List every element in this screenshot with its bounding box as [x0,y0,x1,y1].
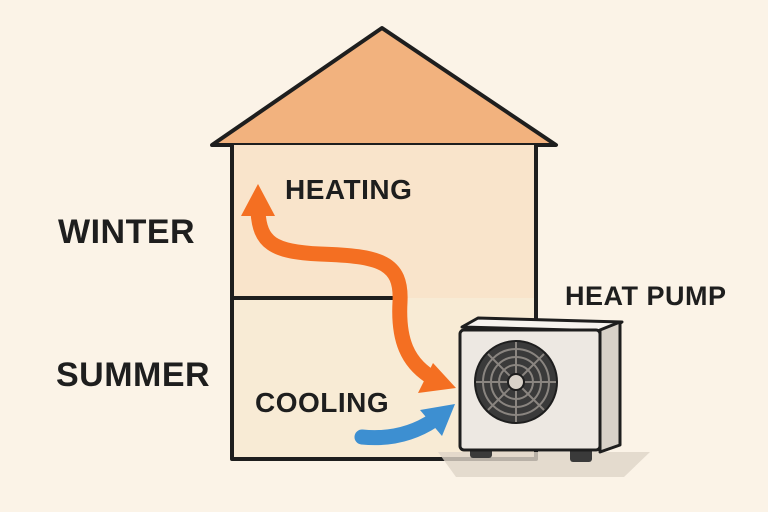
heating-arrowhead-bottom [418,363,456,393]
heating-arrow-shaft [250,204,444,388]
heating-label: HEATING [285,174,413,205]
heat-pump-label: HEAT PUMP [565,281,727,311]
house [210,26,558,461]
fan-grille [474,340,558,424]
cooling-label: COOLING [255,387,390,418]
house-upper-floor [232,145,536,298]
cooling-arrow [354,404,455,446]
cooling-arrowhead [420,404,455,436]
heat-pump-unit [438,316,650,477]
unit-side [598,320,622,454]
winter-label: WINTER [58,213,196,251]
fan-hub [507,373,525,391]
roof [210,26,558,147]
heating-arrowhead-top [241,184,275,216]
heating-arrow [241,184,456,393]
summer-label: SUMMER [56,356,211,394]
house-walls [230,145,538,461]
cooling-arrow-shaft [354,412,442,446]
unit-shadow [438,452,650,477]
